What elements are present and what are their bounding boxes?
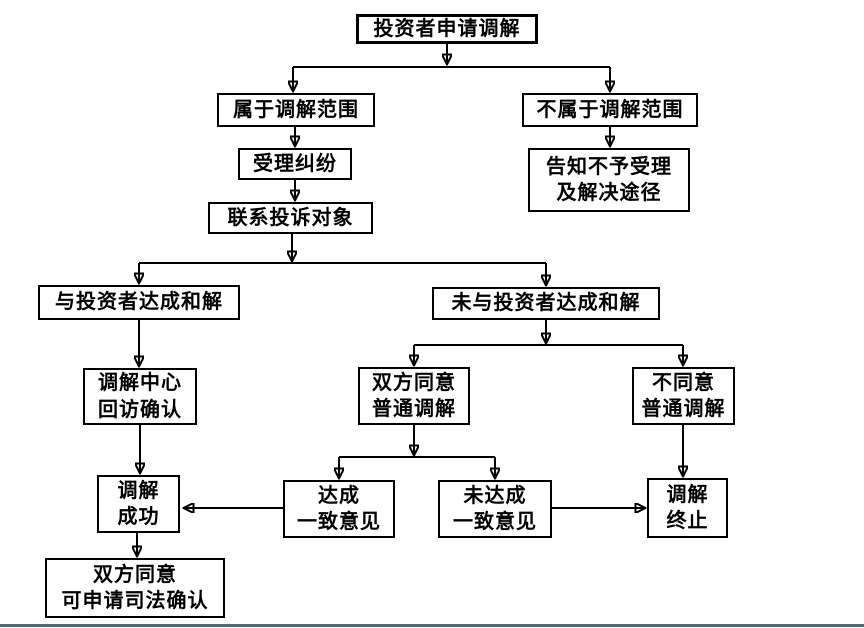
node-settlement-not-reached: 未与投资者达成和解	[432, 287, 660, 320]
node-disagree-ordinary-mediation: 不同意 普通调解	[632, 367, 735, 425]
node-consensus-reached: 达成 一致意见	[283, 480, 395, 538]
node-within-mediation-scope: 属于调解范围	[217, 93, 375, 127]
node-mediation-center-followup: 调解中心 回访确认	[83, 368, 197, 425]
node-inform-rejection-and-channels: 告知不予受理 及解决途径	[528, 148, 690, 212]
node-contact-complaint-target: 联系投诉对象	[208, 202, 373, 234]
node-both-agree-ordinary-mediation: 双方同意 普通调解	[358, 367, 470, 425]
node-mediation-successful: 调解 成功	[97, 475, 180, 533]
node-accept-dispute: 受理纠纷	[238, 148, 352, 180]
node-settlement-reached: 与投资者达成和解	[38, 285, 240, 320]
node-investor-applies-mediation: 投资者申请调解	[356, 14, 538, 44]
node-consensus-not-reached: 未达成 一致意见	[438, 480, 552, 538]
node-outside-mediation-scope: 不属于调解范围	[522, 93, 698, 127]
node-mediation-terminated: 调解 终止	[647, 478, 728, 538]
node-judicial-confirmation: 双方同意 可申请司法确认	[45, 558, 225, 618]
bottom-divider-rule	[0, 624, 864, 627]
